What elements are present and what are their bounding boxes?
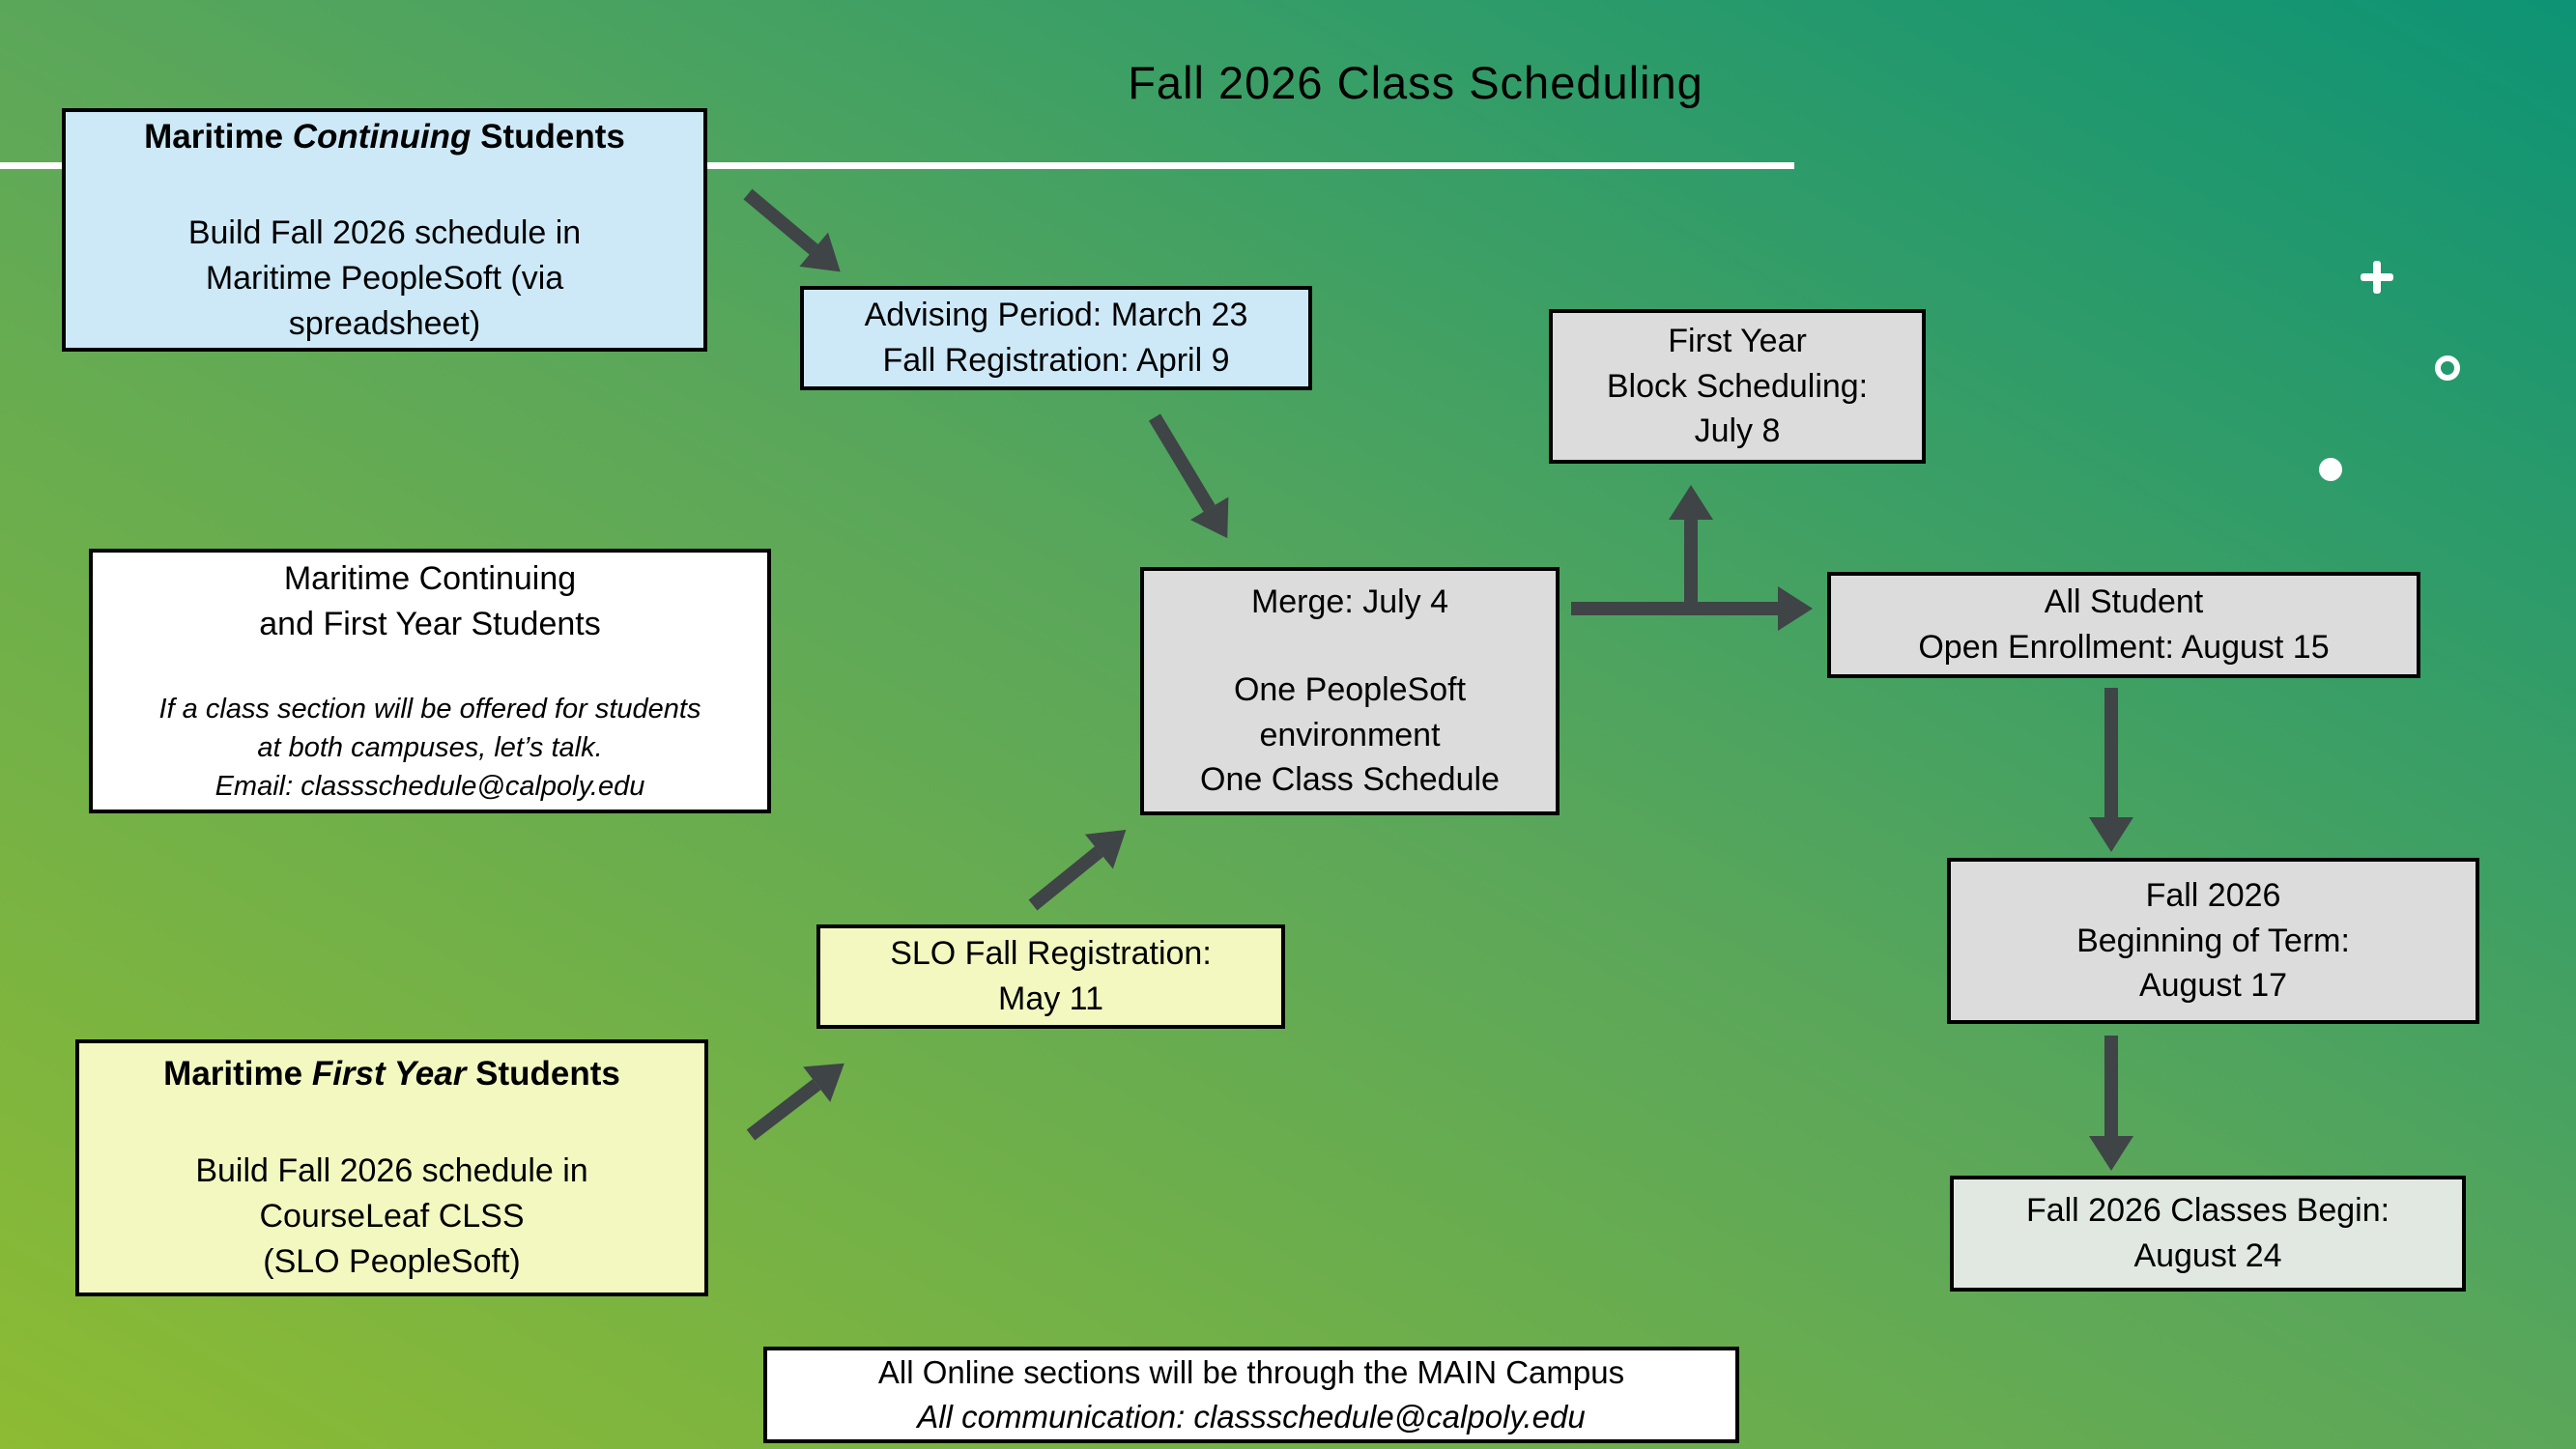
text-line: Open Enrollment: August 15 [1918,629,2330,666]
note-line: All Online sections will be through the … [877,1353,1625,1390]
text-line: If a class section will be offered for s… [158,693,701,724]
text-line: spreadsheet) [288,304,481,342]
ring-icon [2435,355,2460,381]
heading-text: Maritime [144,117,293,156]
arrow-branch-to-blockscheduling [1669,485,1713,609]
box-heading: Maritime Continuing Students [144,114,625,160]
arrow-head-icon [1778,586,1813,631]
text-line: All Student [2044,583,2204,621]
text-line: July 8 [1694,412,1781,450]
box-italic-note: If a class section will be offered for s… [159,690,701,806]
box-body: SLO Fall Registration: May 11 [890,931,1212,1022]
box-advising-period: Advising Period: March 23 Fall Registrati… [800,286,1312,390]
arrow-shaft [743,188,818,255]
dot-icon [2319,458,2342,481]
text-line: (SLO PeopleSoft) [263,1242,521,1280]
box-body: Advising Period: March 23 Fall Registrati… [865,293,1248,384]
box-slo-fall-registration: SLO Fall Registration: May 11 [816,924,1285,1029]
box-maritime-first-year-students: Maritime First Year Students Build Fall … [75,1039,708,1296]
text-line: August 24 [2133,1237,2282,1274]
box-heading: Maritime First Year Students [163,1051,620,1097]
box-body: Build Fall 2026 schedule in Maritime Peop… [188,211,581,347]
text-line: Build Fall 2026 schedule in [195,1151,588,1189]
arrow-head-icon [2089,1136,2133,1171]
text-line: August 17 [2138,967,2288,1005]
text-line: Beginning of Term: [2076,922,2350,959]
box-online-sections-note: All Online sections will be through the … [763,1347,1739,1443]
text-line: One Class Schedule [1200,761,1500,799]
heading-italic-text: Continuing [292,117,472,156]
arrow-shaft [2104,1036,2118,1136]
text-line: SLO Fall Registration: [890,935,1212,973]
plus-icon [2361,261,2393,294]
box-maritime-continuing-students: Maritime Continuing Students Build Fall … [62,108,707,352]
text-line: Advising Period: March 23 [864,297,1248,334]
box-heading: Merge: July 4 [1250,582,1449,620]
text-line: Fall Registration: April 9 [882,342,1230,379]
title-underline [0,162,1794,169]
text-line: Block Scheduling: [1606,367,1869,405]
box-fall-classes-begin: Fall 2026 Classes Begin: August 24 [1950,1176,2466,1292]
box-both-campuses-note: Maritime Continuing and First Year Studen… [89,549,771,813]
arrow-term-to-classesbegin [2089,1036,2133,1171]
arrow-shaft [1148,413,1216,512]
box-body: Fall 2026 Classes Begin: August 24 [2026,1188,2390,1279]
arrow-slo-to-merge [1028,812,1140,911]
page-title: Fall 2026 Class Scheduling [1128,57,1703,108]
text-line: and First Year Students [259,605,601,642]
text-line: Email: classschedule@calpoly.edu [215,770,645,802]
note-line-italic: All communication: classschedule@calpoly… [917,1399,1586,1435]
arrow-head-icon [2089,817,2133,852]
text-line: First Year [1668,322,1807,359]
heading-text: Students [466,1055,620,1094]
arrow-shaft [1028,846,1103,911]
arrow-head-icon [1669,485,1713,520]
heading-text: Students [471,117,625,156]
heading-italic-text: First Year [311,1055,467,1094]
text-line: at both campuses, let’s talk. [257,731,603,763]
arrow-firstyear-to-slo [746,1045,858,1141]
text-line: environment [1259,716,1441,753]
box-body: Build Fall 2026 schedule in CourseLeaf CL… [195,1149,587,1285]
text-line: May 11 [998,980,1103,1017]
text-line: Fall 2026 [2145,876,2281,914]
box-heading: Maritime Continuing and First Year Studen… [259,556,600,647]
arrow-shaft [1684,520,1698,609]
text-line: Maritime Continuing [283,560,577,598]
text-line: CourseLeaf CLSS [259,1197,525,1235]
arrow-continuing-to-advising [743,188,855,289]
arrow-shaft [1571,602,1778,615]
arrow-merge-to-openenrollment [1571,586,1813,631]
arrow-openenrollment-to-term [2089,688,2133,852]
text-line: Maritime PeopleSoft (via [205,259,564,297]
arrow-advising-to-merge [1148,413,1246,550]
arrow-shaft [2104,688,2118,817]
heading-text: Maritime [163,1055,312,1094]
arrow-shaft [746,1079,821,1141]
text-line: Fall 2026 Classes Begin: [2025,1192,2390,1230]
text-line: One PeopleSoft [1233,670,1467,708]
text-line: Build Fall 2026 schedule in [187,213,582,251]
